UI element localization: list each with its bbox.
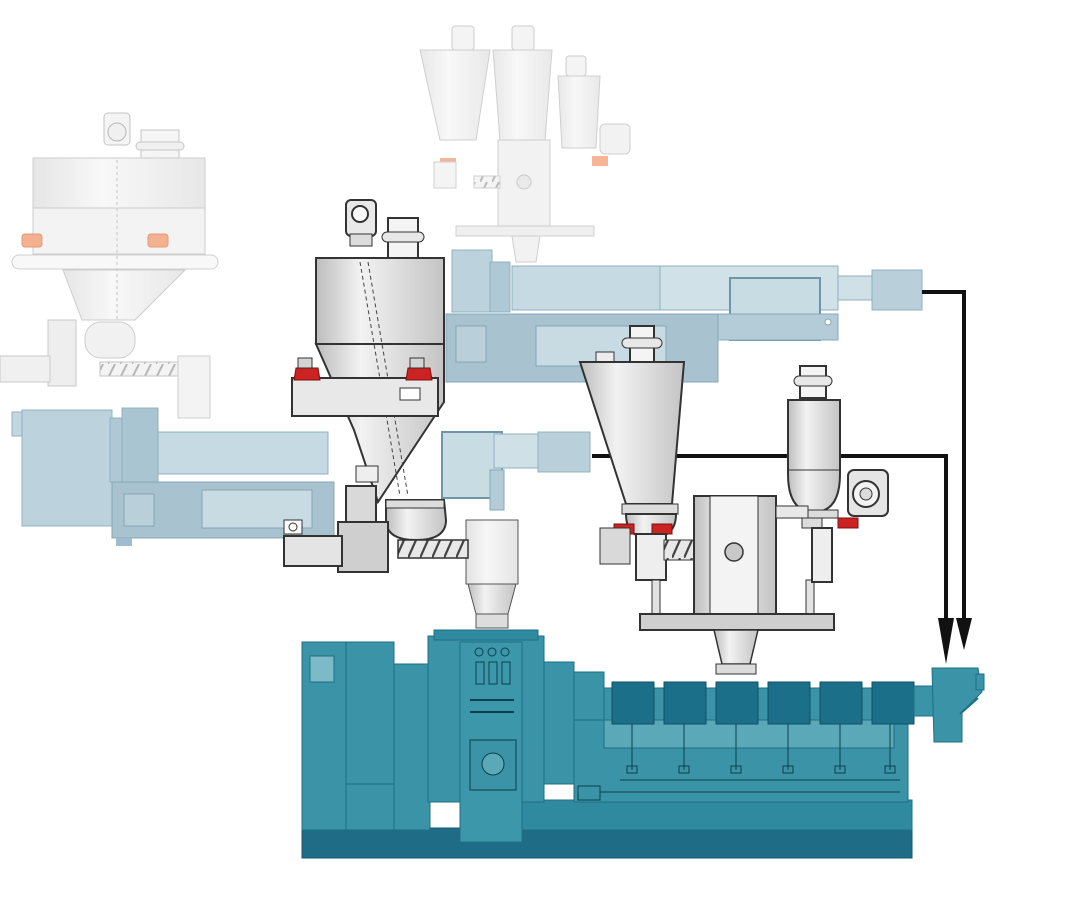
screw-conveyor-icon: [397, 539, 469, 559]
feed-throat: [465, 519, 519, 629]
die-head: [931, 667, 983, 743]
arrow-down-icon: [956, 618, 972, 650]
material-flow-lines: [592, 290, 972, 664]
secondary-feeder: [578, 325, 835, 675]
heater-bands: [611, 681, 915, 725]
screw-conveyor-icon: [663, 539, 699, 561]
tertiary-feeder: [775, 365, 889, 583]
arrow-down-icon: [938, 618, 954, 664]
primary-feeder: [283, 199, 469, 573]
barrel-sensors: [577, 724, 900, 801]
main-extruder: [301, 629, 985, 859]
background-large-feeder: [0, 112, 219, 419]
background-feeder-cluster: [419, 25, 631, 263]
